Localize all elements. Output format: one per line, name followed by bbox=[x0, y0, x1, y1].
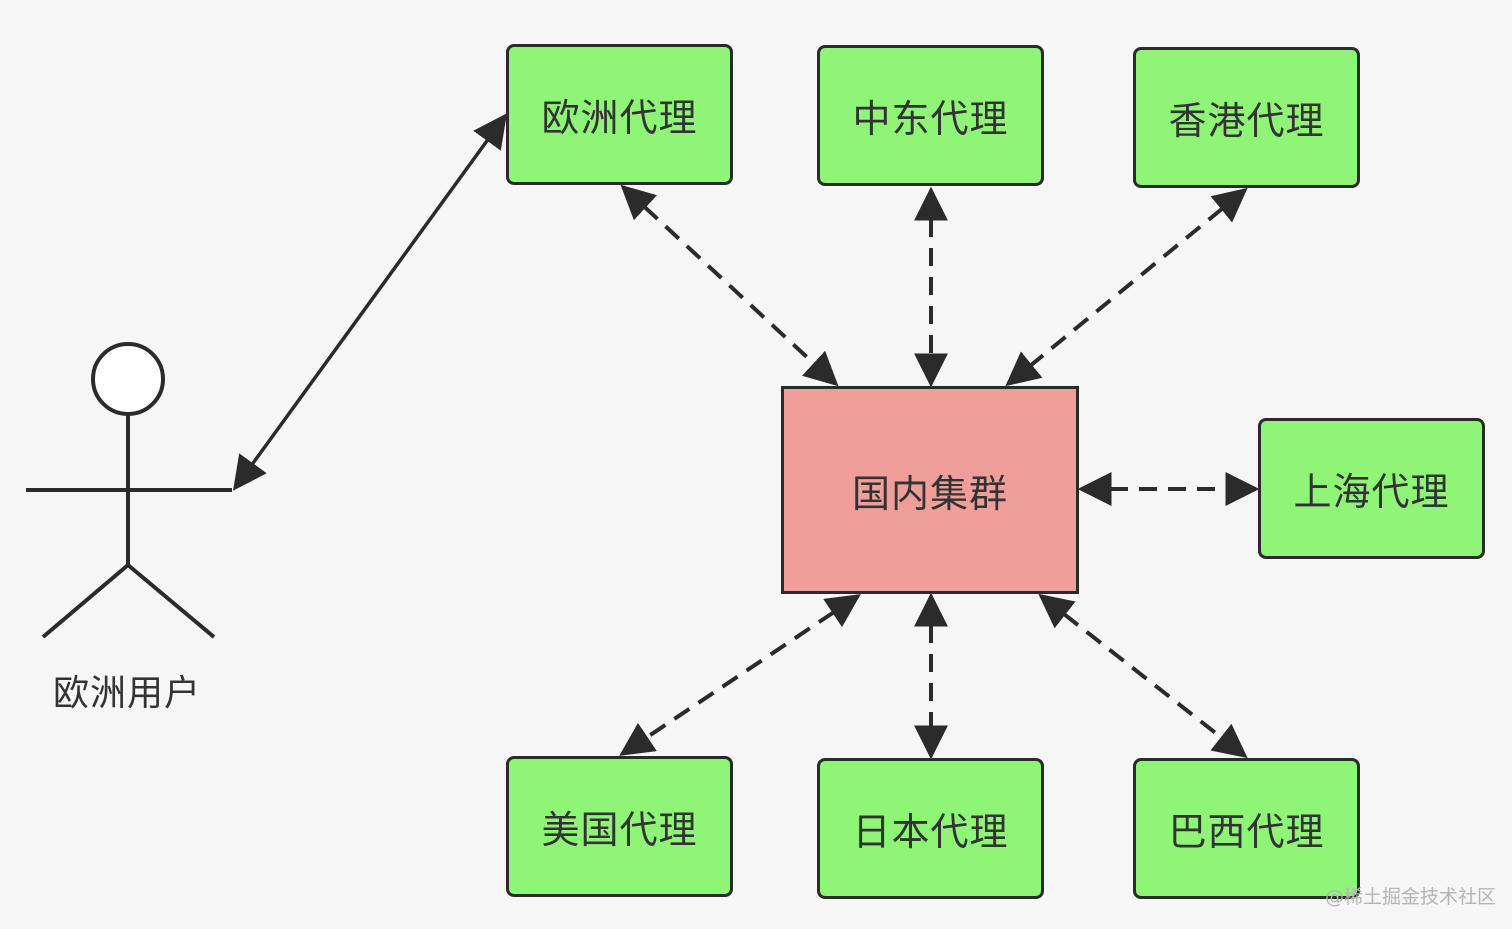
node-japan-proxy: 日本代理 bbox=[817, 758, 1044, 899]
watermark: @稀土掘金技术社区 bbox=[1325, 886, 1497, 908]
node-label: 香港代理 bbox=[1168, 99, 1325, 143]
edge-user-eu bbox=[233, 113, 507, 491]
stick-figure-actor-icon bbox=[26, 342, 232, 639]
actor-label: 欧洲用户 bbox=[53, 673, 202, 714]
node-label: 欧洲代理 bbox=[541, 96, 698, 140]
node-label: 美国代理 bbox=[541, 808, 698, 852]
edge-br-center bbox=[1038, 593, 1248, 759]
node-brazil-proxy: 巴西代理 bbox=[1133, 758, 1360, 899]
node-usa-proxy: 美国代理 bbox=[506, 756, 733, 897]
node-europe-proxy: 欧洲代理 bbox=[506, 44, 733, 185]
node-label: 日本代理 bbox=[852, 810, 1009, 854]
edge-us-center bbox=[619, 594, 861, 756]
node-label: 国内集群 bbox=[851, 471, 1008, 516]
node-domestic-cluster: 国内集群 bbox=[781, 386, 1079, 594]
node-label: 巴西代理 bbox=[1168, 810, 1325, 854]
node-middle-east-proxy: 中东代理 bbox=[817, 45, 1044, 186]
node-hongkong-proxy: 香港代理 bbox=[1133, 47, 1360, 188]
node-shanghai-proxy: 上海代理 bbox=[1258, 418, 1485, 559]
edge-eu-center bbox=[620, 184, 839, 387]
node-label: 中东代理 bbox=[852, 97, 1009, 141]
node-label: 上海代理 bbox=[1293, 470, 1450, 514]
edge-hk-center bbox=[1005, 187, 1248, 387]
